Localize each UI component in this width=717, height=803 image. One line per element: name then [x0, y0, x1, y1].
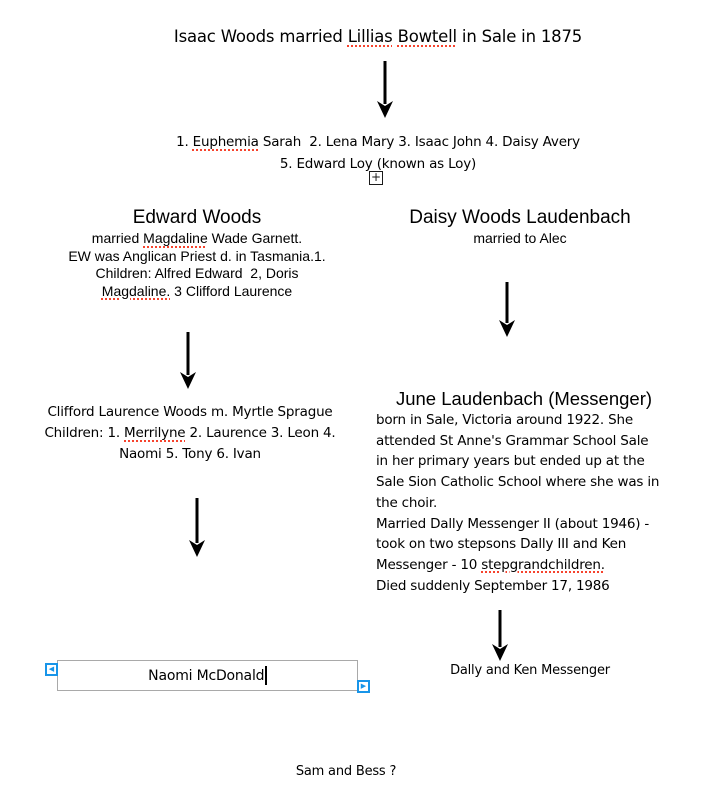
flow-prev-icon: ◀ [48, 665, 55, 673]
naomi-textbox-text: Naomi McDonald [148, 667, 265, 684]
edward-line2: EW was Anglican Priest d. in Tasmania.1. [68, 247, 326, 264]
daisy-laudenbach-block[interactable]: Daisy Woods Laudenbach married to Alec [370, 206, 670, 248]
june-line6: Married Dally Messenger II (about 1946) … [376, 515, 650, 532]
clifford-block[interactable]: Clifford Laurence Woods m. Myrtle Spragu… [15, 402, 365, 465]
dally-ken-label[interactable]: Dally and Ken Messenger [450, 663, 610, 678]
june-line2: attended St Anne's Grammar School Sale [376, 432, 649, 449]
edward-line1: married Magdaline Wade Garnett. [91, 230, 303, 246]
edward-line3: Children: Alfred Edward 2, Doris [95, 265, 299, 281]
clifford-line1: Clifford Laurence Woods m. Myrtle Spragu… [47, 404, 333, 420]
june-line1: born in Sale, Victoria around 1922. She [376, 412, 633, 428]
plus-glyph: + [370, 170, 382, 184]
down-arrow-icon[interactable] [489, 609, 511, 661]
sam-bess-label[interactable]: Sam and Bess ? [295, 764, 397, 779]
object-anchor-icon[interactable]: + [369, 171, 383, 185]
naomi-textbox[interactable]: Naomi McDonald [57, 660, 358, 691]
edward-line4: Magdaline. 3 Clifford Laurence [101, 282, 293, 299]
down-arrow-icon[interactable] [177, 331, 199, 389]
generation1-line1: 1. Euphemia Sarah 2. Lena Mary 3. Isaac … [176, 134, 580, 150]
title-text[interactable]: Isaac Woods married Lillias Bowtell in S… [173, 27, 583, 46]
edward-heading: Edward Woods [132, 207, 262, 228]
generation1-list[interactable]: 1. Euphemia Sarah 2. Lena Mary 3. Isaac … [40, 131, 716, 175]
daisy-heading: Daisy Woods Laudenbach [409, 207, 631, 228]
daisy-line: married to Alec [473, 230, 567, 246]
june-line3: in her primary years but ended up at the [376, 453, 645, 470]
june-line5: the choir. [376, 494, 438, 511]
edward-woods-block[interactable]: Edward Woods married Magdaline Wade Garn… [17, 206, 377, 300]
generation1-line2: 5. Edward Loy (known as Loy) [279, 156, 477, 172]
text-cursor [265, 666, 267, 685]
down-arrow-icon[interactable] [374, 60, 396, 118]
down-arrow-icon[interactable] [496, 281, 518, 337]
june-line8: Messenger - 10 stepgrandchildren. [376, 556, 605, 573]
june-heading: June Laudenbach (Messenger) [395, 388, 653, 409]
textflow-next-handle[interactable]: ▶ [357, 680, 370, 693]
june-line7: took on two stepsons Dally III and Ken [376, 536, 627, 553]
clifford-line2: Children: 1. Merrilyne 2. Laurence 3. Le… [44, 425, 336, 441]
june-line9: Died suddenly September 17, 1986 [376, 577, 610, 594]
june-line4: Sale Sion Catholic School where she was … [376, 474, 660, 491]
clifford-line3: Naomi 5. Tony 6. Ivan [119, 446, 261, 462]
down-arrow-icon[interactable] [186, 497, 208, 557]
flow-next-icon: ▶ [360, 682, 367, 690]
june-laudenbach-block[interactable]: June Laudenbach (Messenger) born in Sale… [376, 388, 672, 596]
textflow-prev-handle[interactable]: ◀ [45, 663, 58, 676]
